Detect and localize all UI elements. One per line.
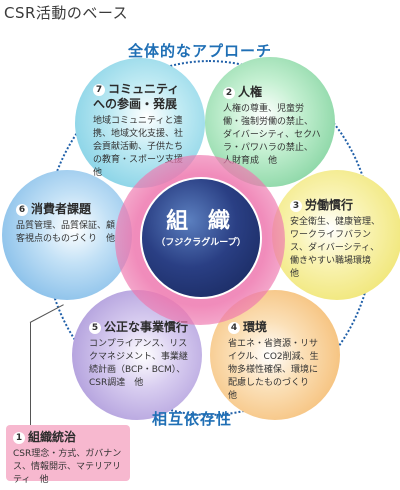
page-title: CSR活動のベース: [4, 4, 129, 22]
num-badge: 4: [228, 322, 240, 334]
circle-labor-title: 労働慣行: [305, 198, 354, 212]
num-badge: 5: [89, 322, 101, 334]
num-badge: 2: [223, 87, 235, 99]
circle-environment-body: 省エネ・省資源・リサイクル、CO2削減、生物多様性確保、環境に配慮したものづくり…: [228, 339, 319, 402]
circle-consumer-body: 品質管理、品質保証、顧客視点のものづくり 他: [16, 221, 116, 245]
bottom-label: 相互依存性: [152, 410, 233, 428]
circle-human-rights-title: 人権: [238, 85, 263, 99]
circle-fair-practices-body: コンプライアンス、リスクマネジメント、事業継続計画（BCP・BCM）、CSR調達…: [89, 339, 188, 389]
governance-title: 組織統治: [28, 430, 77, 444]
num-badge: 3: [290, 200, 302, 212]
center-organization: 組 織 （フジクラグループ）: [140, 177, 262, 299]
circle-community-title: コミュニティへの参画・発展: [93, 82, 180, 111]
center-subtitle: （フジクラグループ）: [156, 238, 246, 248]
leader-line-vertical: [30, 322, 31, 426]
num-badge: 7: [93, 84, 105, 96]
circle-fair-practices-title: 公正な事業慣行: [104, 320, 189, 334]
circle-consumer-title: 消費者課題: [31, 202, 92, 216]
circle-environment-title: 環境: [243, 320, 268, 334]
num-badge: 1: [13, 432, 25, 444]
circle-labor-body: 安全衛生、健康管理、ワークライフバランス、ダイバーシティ、働きやすい職場環境 他: [290, 217, 381, 280]
top-label: 全体的なアプローチ: [128, 42, 273, 60]
center-title: 組 織: [166, 209, 236, 234]
governance-body: CSR理念・方式、ガバナンス、情報開示、マテリアリティ 他: [13, 449, 122, 486]
num-badge: 6: [16, 204, 28, 216]
circle-human-rights-body: 人権の尊重、児童労働・強制労働の禁止、ダイバーシティ、セクハラ・パワハラの禁止、…: [223, 104, 321, 167]
